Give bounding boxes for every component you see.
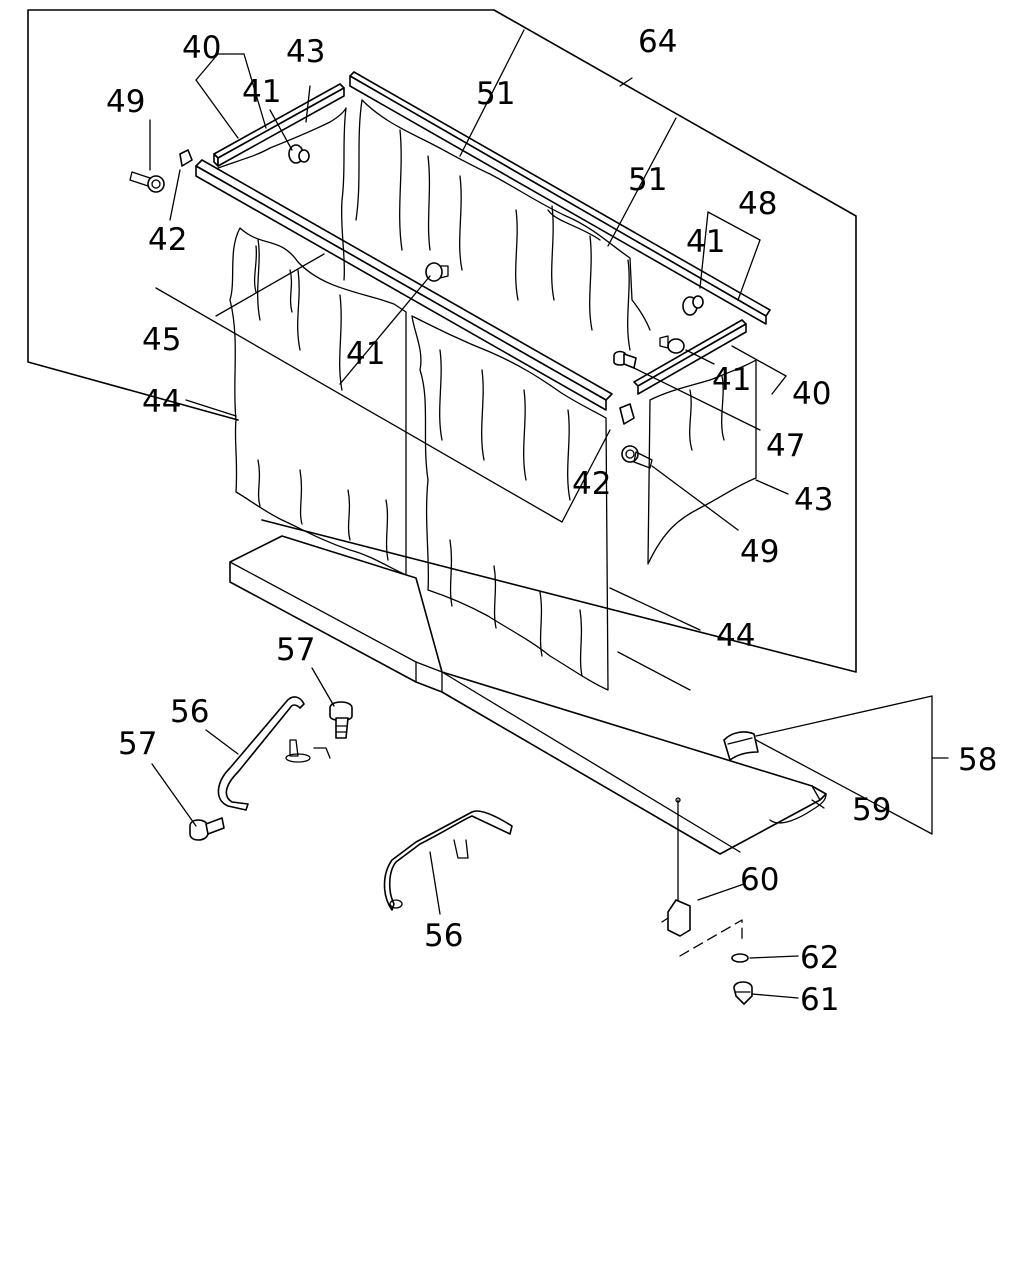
right-short-rail [633,319,747,395]
callout-44-right: 44 [716,618,755,654]
bracket-60 [661,797,743,957]
callout-51-upper: 51 [476,76,515,112]
bolt-57-lower [189,817,225,841]
rear-upper-rail [349,71,771,325]
callout-59: 59 [852,792,891,828]
callout-41-center: 41 [346,336,385,372]
front-long-rail [195,159,613,411]
callout-64: 64 [638,24,677,60]
callout-41-right-upper: 41 [686,224,725,260]
screw-61 [733,981,753,1005]
callout-58: 58 [958,742,997,778]
callout-49-right: 49 [740,534,779,570]
handle-56-lower [383,810,513,911]
callout-56-upper: 56 [170,694,209,730]
callout-41-left: 41 [242,74,281,110]
bolt-57-upper [329,701,353,739]
clip-41-left [288,144,310,164]
callout-40-left: 40 [182,30,221,66]
callout-44-left: 44 [142,384,181,420]
clip-42-left [179,149,193,167]
curtain-right [647,359,757,565]
callout-42-right: 42 [572,466,611,502]
callout-49-left: 49 [106,84,145,120]
left-short-rail [213,83,345,167]
callout-47: 47 [766,428,805,464]
callout-40-right: 40 [792,376,831,412]
washer-62 [731,953,749,963]
callout-42-left: 42 [148,222,187,258]
callout-labels: 64 40 43 49 41 51 51 48 42 41 45 41 41 4… [106,24,997,1018]
curtain-rear [355,99,651,351]
callout-57-lower: 57 [118,726,157,762]
callout-43-left: 43 [286,34,325,70]
clip-59 [723,731,759,761]
clip-41-right-upper [682,295,704,316]
clip-41-center [425,262,449,282]
clip-42-right [619,403,635,425]
base-board [229,535,827,855]
curtain-center-front [411,315,609,691]
leader-lines [149,9,949,999]
bolt-49-right [621,445,653,469]
callout-56-lower: 56 [424,918,463,954]
callout-57-upper: 57 [276,632,315,668]
curtain-left-front [229,227,407,576]
callout-61: 61 [800,982,839,1018]
callout-51-lower: 51 [628,162,667,198]
callout-60: 60 [740,862,779,898]
callout-41-right-lower: 41 [712,362,751,398]
clip-41-right-lower [659,335,685,354]
handle-56-upper [217,696,331,811]
callout-45: 45 [142,322,181,358]
callout-43-right: 43 [794,482,833,518]
callout-62: 62 [800,940,839,976]
screw-47 [613,350,637,369]
callout-48: 48 [738,186,777,222]
bolt-49-left [129,171,165,193]
